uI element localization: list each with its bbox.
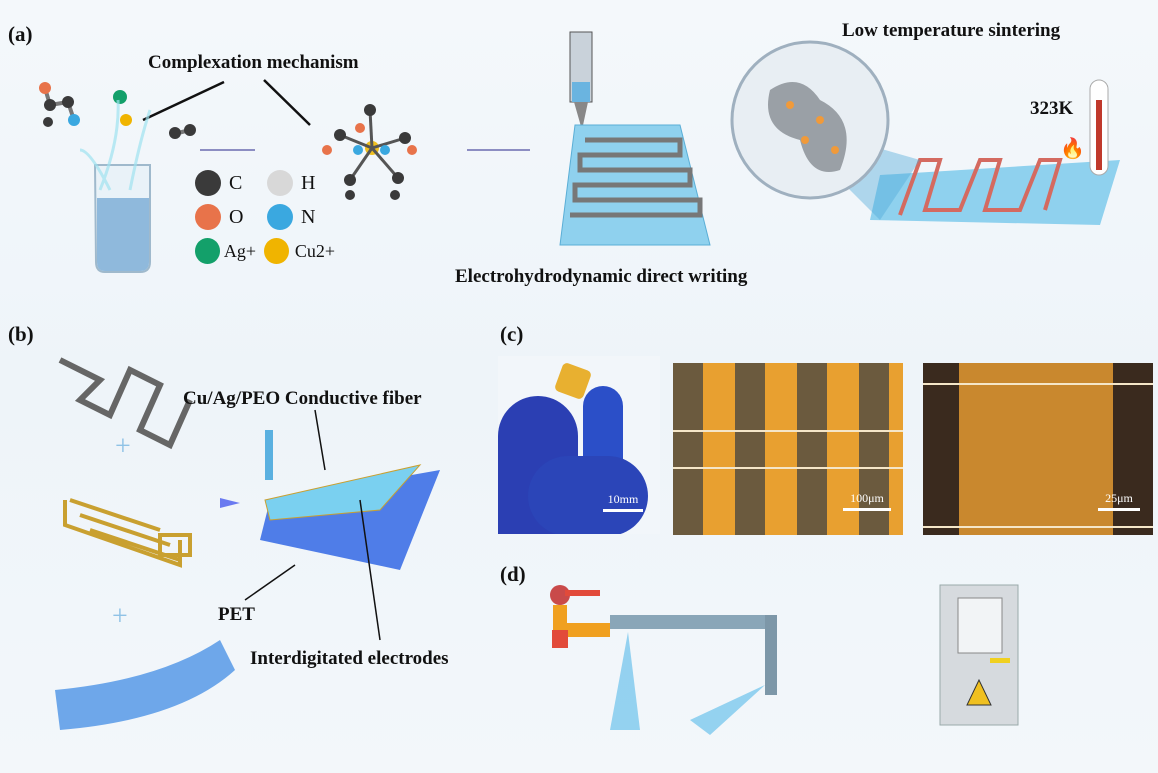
panel-b-drawing: + + (55, 357, 440, 730)
sintering-title: Low temperature sintering (842, 20, 1061, 41)
water-spray-icon (610, 632, 640, 730)
electrical-cabinet-icon (939, 584, 1019, 726)
electrodes-label: Interdigitated electrodes (250, 648, 449, 669)
microscope-image-100um: 100μm (673, 363, 903, 535)
temperature-label: 323K (1030, 98, 1074, 119)
legend-label: N (301, 205, 316, 228)
nitrogen-swatch (267, 204, 293, 230)
microscope-image-25um: 25μm (923, 363, 1153, 535)
panel-d-drawing (550, 584, 1019, 735)
nozzle-icon (265, 430, 273, 480)
scale-label-3: 25μm (1105, 491, 1133, 505)
flame-icon: 🔥 (1060, 136, 1085, 160)
scale-label-1: 10mm (607, 492, 639, 506)
water-spray-icon (690, 685, 765, 735)
fiber-label: Cu/Ag/PEO Conductive fiber (183, 388, 422, 409)
legend-label: H (301, 171, 316, 194)
silver-swatch (195, 238, 220, 264)
pipe-valve-icon (550, 585, 777, 695)
legend-label: Ag+ (223, 240, 256, 261)
plus-icon: + (115, 431, 131, 462)
ehd-substrate (559, 124, 711, 246)
copper-swatch (263, 238, 289, 264)
ehd-and-sintering-drawing: 🔥 (559, 31, 1120, 246)
syringe-icon (569, 31, 593, 130)
panel-a-drawing (39, 79, 530, 273)
beaker-icon (79, 99, 152, 273)
scale-label-2: 100μm (850, 491, 884, 505)
oxygen-swatch (195, 204, 221, 230)
plus-icon: + (112, 601, 128, 632)
legend-label: O (229, 205, 244, 228)
panel-d-label: (d) (500, 562, 526, 586)
arrow-icon (220, 498, 240, 508)
panel-a-label: (a) (8, 22, 33, 46)
complexation-title: Complexation mechanism (148, 52, 359, 73)
thermometer-icon (1089, 79, 1109, 176)
panel-c-label: (c) (500, 322, 524, 346)
complex-molecule-icon (322, 104, 417, 200)
carbon-swatch (195, 170, 221, 196)
pet-label: PET (218, 604, 255, 625)
molecule-icon (39, 82, 196, 139)
hydrogen-swatch (267, 170, 293, 196)
element-legend: C H O N Ag+ Cu2+ (195, 166, 335, 268)
ehd-title: Electrohydrodynamic direct writing (455, 266, 748, 287)
legend-label: C (229, 171, 243, 194)
legend-label: Cu2+ (294, 240, 335, 261)
glove-photo: 10mm (498, 356, 660, 534)
zoom-bubble (730, 40, 890, 200)
panel-b-label: (b) (8, 322, 34, 346)
